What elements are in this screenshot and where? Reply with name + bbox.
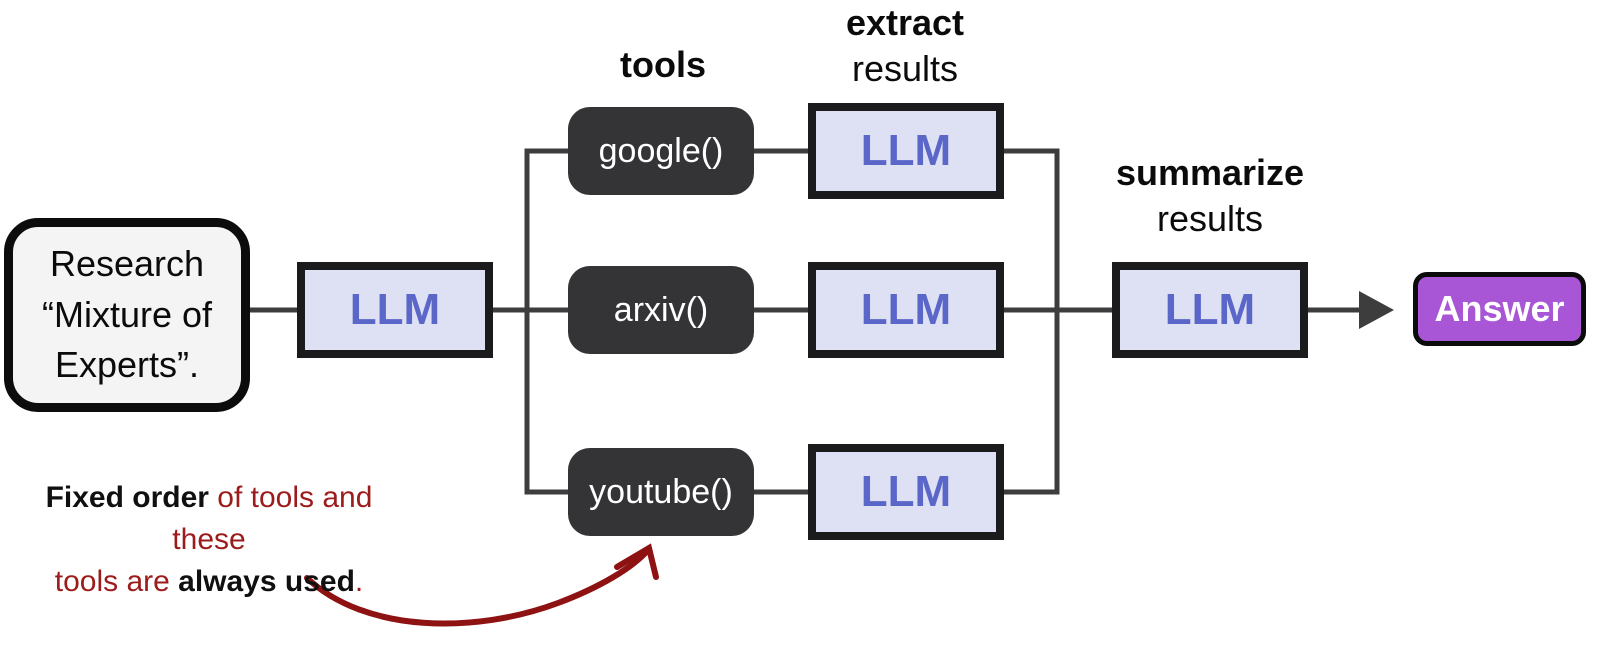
llm-box-extract-youtube: LLM [808, 444, 1004, 540]
input-prompt-line-3: Experts”. [54, 344, 200, 386]
tool-box-arxiv: arxiv() [568, 266, 754, 354]
tool-box-google: google() [568, 107, 754, 195]
llm-box-summarize: LLM [1112, 262, 1308, 358]
extract-results-label: extract results [805, 0, 1005, 92]
tool-box-youtube: youtube() [568, 448, 754, 536]
annotation-fixed-order: Fixed order [45, 481, 209, 514]
tool-google-label: google() [598, 131, 724, 170]
summarize-to-answer-arrowhead [1359, 291, 1394, 329]
summarize-results-label: summarize results [1078, 150, 1342, 242]
annotation-line-2: tools are always used. [25, 561, 393, 603]
summarize-label-line1: summarize [1115, 152, 1305, 193]
annotation-line-1: Fixed order of tools and these [25, 477, 393, 561]
llm-label: LLM [860, 467, 952, 516]
input-prompt-box: Research “Mixture of Experts”. [4, 218, 250, 412]
annotation-always-used: always used [178, 565, 355, 598]
extract-label-line2: results [851, 48, 959, 90]
tool-youtube-label: youtube() [589, 472, 733, 511]
llm-box-extract-arxiv: LLM [808, 262, 1004, 358]
answer-box: Answer [1413, 272, 1586, 346]
annotation-tools-are: tools are [54, 565, 179, 598]
llm-box-router: LLM [297, 262, 493, 358]
llm-label: LLM [860, 126, 952, 175]
annotation-period: . [354, 565, 364, 598]
extract-label-line1: extract [845, 2, 965, 43]
tools-label-text: tools [620, 44, 706, 85]
llm-label: LLM [1164, 285, 1256, 334]
llm-box-extract-google: LLM [808, 103, 1004, 199]
annotation-text: Fixed order of tools and these tools are… [25, 477, 393, 603]
llm-label: LLM [349, 285, 441, 334]
annotation-arrow [304, 546, 652, 627]
annotation-of-tools: of tools and these [172, 481, 373, 556]
tool-arxiv-label: arxiv() [613, 290, 709, 329]
tools-column-label: tools [563, 42, 763, 88]
annotation-arrowhead [614, 543, 659, 580]
summarize-label-line2: results [1156, 198, 1264, 240]
input-prompt-line-2: “Mixture of [41, 293, 213, 335]
input-prompt-line-1: Research [49, 243, 205, 285]
llm-label: LLM [860, 285, 952, 334]
answer-label: Answer [1434, 288, 1565, 329]
